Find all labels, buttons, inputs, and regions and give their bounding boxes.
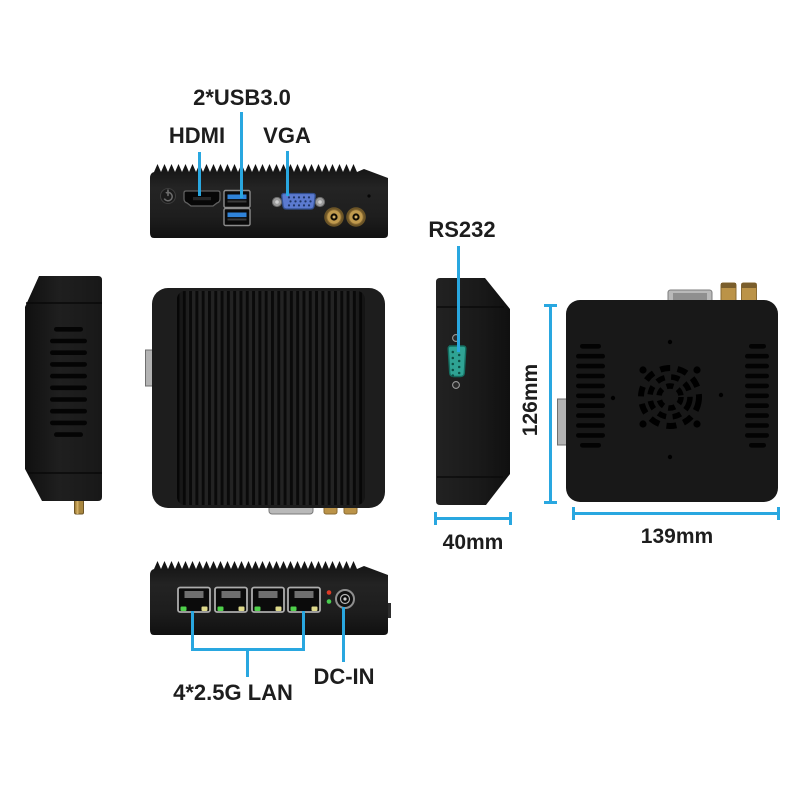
dcin-label: DC-IN [313,664,375,689]
dc-in-jack [335,589,355,609]
vga-label: VGA [263,123,311,148]
antenna-connectors-front [324,207,366,227]
dcin-leader-line [341,607,345,662]
mic-hole [367,194,371,198]
front-view [147,162,391,242]
rear-view [147,557,391,637]
screw-holes [610,339,724,460]
bottom-view [556,280,782,508]
lan-bracket-right [301,611,305,650]
depth-dimension-label: 139mm [640,525,714,548]
top-view [145,284,390,516]
usb-label: 2*USB3.0 [193,85,291,110]
height-dimension-label: 126mm [519,363,542,437]
status-led-green [326,599,332,604]
usb3-ports [223,189,251,227]
side-vent-slots [50,327,87,437]
right-side-case [436,278,510,505]
hdmi-label: HDMI [168,123,226,148]
left-antenna-stub [74,499,84,515]
width-dimension-line [434,511,512,525]
right-side-view [432,274,512,508]
rs232-label: RS232 [428,217,496,242]
hdmi-port [183,190,221,207]
vga-port [271,192,326,210]
lan-label: 4*2.5G LAN [173,680,293,705]
vga-leader-line [285,151,289,196]
height-dimension-line [543,304,557,504]
lan-port-4 [287,586,321,613]
width-dimension-label: 40mm [442,531,504,554]
usb-leader-line [239,112,243,198]
rear-edge-tab [388,603,391,618]
lan-port-3 [251,586,285,613]
bottom-vent-left [576,344,605,448]
lan-bracket-stem [246,647,249,677]
left-side-view [22,274,106,520]
fin-shading [177,291,365,505]
lan-port-1 [177,586,211,613]
status-led-red [326,590,332,595]
hdmi-leader-line [197,152,201,196]
lan-port-2 [214,586,248,613]
power-button-icon [160,188,176,204]
lan-bracket-left [190,611,194,650]
bottom-case [566,300,778,502]
rs232-leader-line [456,246,460,352]
fan-vent [638,365,702,429]
lan-ports [177,586,321,613]
depth-dimension-line [572,506,780,520]
bottom-vent-right [745,344,769,448]
